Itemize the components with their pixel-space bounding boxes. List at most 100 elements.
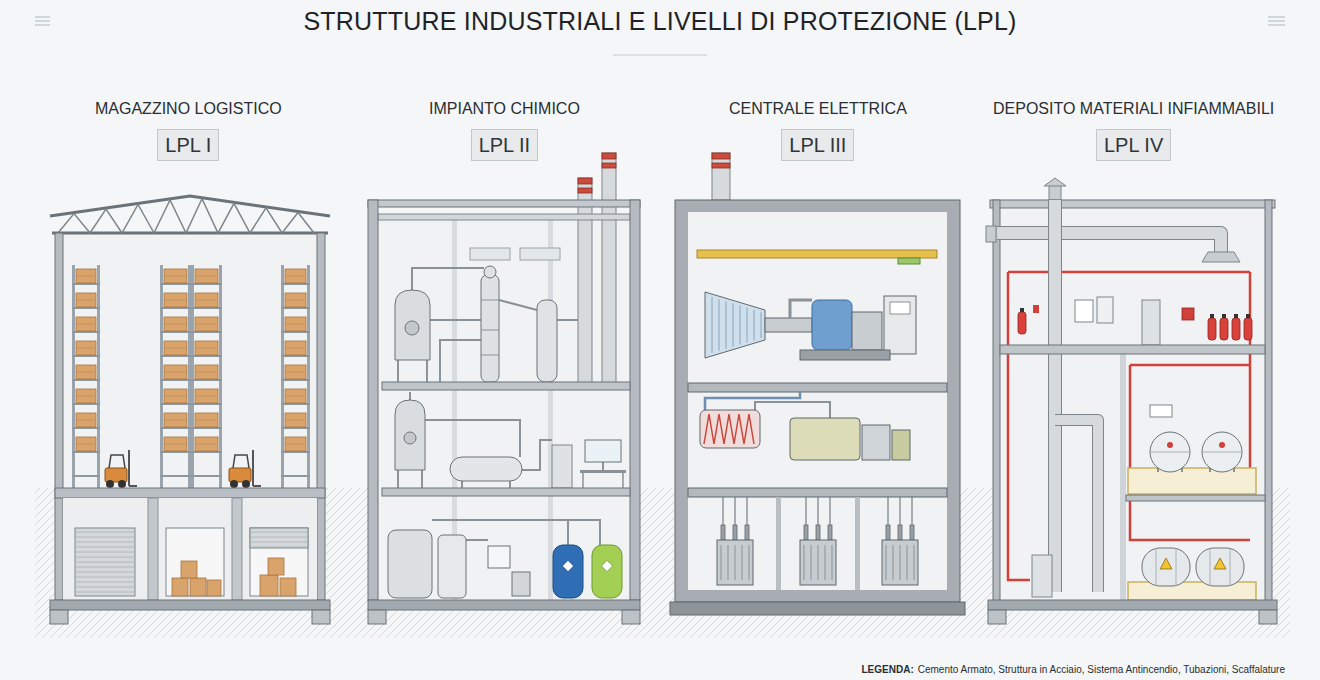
chemical-plant-illustration-part (484, 266, 496, 278)
flammable-storage-illustration-part (1234, 314, 1238, 318)
warehouse-illustration-part (72, 265, 75, 488)
chemical-plant-illustration-part (602, 163, 616, 168)
chemical-plant-illustration-part (368, 610, 386, 624)
power-plant-illustration-part (723, 497, 724, 525)
level-card: DEPOSITO MATERIALI INFIAMMABILILPL IV (993, 99, 1274, 161)
warehouse-illustration-part (76, 300, 96, 301)
warehouse-illustration-part (75, 552, 135, 553)
power-plant-illustration-part (721, 525, 725, 540)
power-plant-illustration-part (828, 525, 832, 540)
warehouse-illustration-part (76, 372, 96, 373)
warehouse-illustration-part (191, 475, 222, 477)
chemical-plant-illustration-part (440, 340, 481, 382)
flammable-storage-illustration-part (1202, 432, 1242, 472)
power-plant-illustration-part (806, 497, 807, 525)
chemical-plant-illustration-part (622, 473, 624, 488)
warehouse-illustration-part (148, 498, 158, 600)
warehouse-illustration-part (75, 567, 135, 568)
chemical-plant-illustration-part (405, 321, 419, 335)
level-card: CENTRALE ELETTRICALPL III (729, 99, 907, 161)
protection-level-badge: LPL I (157, 129, 219, 161)
warehouse-illustration-part (76, 396, 96, 397)
legend-text: Cemento Armato, Struttura in Acciaio, Si… (918, 664, 1285, 675)
warehouse-illustration-part (75, 532, 135, 533)
flammable-storage-illustration-part (1075, 300, 1093, 322)
warehouse-illustration-part (63, 233, 317, 488)
warehouse-illustration-part (160, 265, 163, 488)
flammable-storage-illustration-part (1128, 468, 1256, 494)
chemical-plant-illustration-part (397, 360, 399, 382)
flammable-storage-illustration-part (1220, 318, 1228, 340)
chemical-plant-illustration-part (409, 392, 411, 400)
chemical-plant-illustration-part (368, 200, 378, 600)
flammable-storage-illustration-part (1130, 364, 1250, 367)
power-plant-illustration-part (914, 545, 915, 580)
warehouse-illustration-part (164, 300, 187, 301)
warehouse-illustration-part (285, 293, 306, 307)
power-plant-illustration-part (882, 540, 918, 585)
power-plant-illustration-part (670, 602, 965, 615)
power-plant-illustration-part (900, 497, 901, 525)
warehouse-illustration-part (195, 437, 218, 451)
flammable-storage-illustration-part (1210, 548, 1211, 586)
chemical-plant-illustration-part (553, 545, 583, 598)
power-plant-illustration-part (898, 258, 920, 264)
warehouse-illustration-part (260, 575, 278, 596)
warehouse-illustration-part (317, 233, 325, 600)
warehouse-illustration-part (76, 437, 96, 451)
warehouse-illustration-part (219, 265, 222, 488)
power-plant-illustration-part (900, 545, 901, 580)
warehouse-illustration-part (50, 610, 68, 624)
power-plant-illustration-part (888, 497, 889, 525)
warehouse-illustration-part (75, 547, 135, 548)
chemical-plant-illustration (368, 153, 640, 624)
warehouse-illustration-part (50, 600, 330, 610)
chemical-plant-illustration-part (602, 153, 616, 383)
power-plant-illustration-part (812, 300, 852, 350)
warehouse-illustration-part (164, 396, 187, 397)
flammable-storage-illustration-part (997, 233, 1221, 255)
power-plant-illustration-part (733, 525, 737, 540)
chemical-plant-illustration-part (522, 440, 552, 470)
chemical-plant-illustration-part (425, 420, 520, 457)
power-plant-illustration-part (726, 301, 727, 348)
warehouse-illustration-part (76, 365, 96, 379)
warehouse-illustration-part (75, 562, 135, 563)
flammable-storage-illustration-part (1202, 452, 1242, 453)
warehouse-illustration-part (63, 498, 317, 600)
chemical-plant-illustration-part (368, 600, 640, 610)
legend-line: LEGENDA:Cemento Armato, Struttura in Acc… (862, 663, 1285, 676)
warehouse-illustration-part (172, 578, 188, 596)
flammable-storage-illustration-part (1150, 432, 1190, 472)
power-plant-illustration-part (740, 306, 741, 345)
power-plant-illustration-part (754, 310, 755, 341)
flammable-storage-illustration-part (1048, 200, 1062, 592)
warehouse-illustration-part (268, 558, 284, 575)
chemical-plant-illustration-part (450, 457, 522, 481)
protection-level-badge: LPL II (471, 129, 539, 161)
power-plant-illustration-part (912, 497, 913, 525)
warehouse-illustration-part (76, 444, 96, 445)
warehouse-illustration-part (195, 269, 218, 283)
level-card: MAGAZZINO LOGISTICOLPL I (95, 99, 282, 161)
power-plant-illustration-part (735, 497, 736, 525)
flammable-storage-illustration-part (1222, 314, 1226, 318)
chemical-plant-illustration-part (470, 248, 510, 260)
flammable-storage-illustration-part (1020, 308, 1024, 312)
power-plant-illustration-part (745, 525, 749, 540)
chemical-plant-illustration-part (382, 488, 630, 496)
warehouse-illustration-part (55, 488, 325, 498)
chemical-plant-illustration-part (562, 560, 573, 571)
warehouse-illustration-part (164, 420, 187, 421)
warehouse-illustration-part (129, 485, 137, 487)
chemical-plant-illustration-part (520, 248, 560, 260)
warehouse-illustration-part (285, 396, 306, 397)
page-title: STRUTTURE INDUSTRIALI E LIVELLI DI PROTE… (0, 7, 1320, 36)
warehouse-illustration-part (164, 365, 187, 379)
warehouse-illustration-part (75, 577, 135, 578)
power-plant-illustration-part (776, 497, 781, 590)
warehouse-illustration-part (233, 455, 249, 468)
flammable-storage-illustration-part (1232, 318, 1240, 340)
warehouse-illustration-part (195, 444, 218, 445)
warehouse-illustration-part (76, 389, 96, 403)
